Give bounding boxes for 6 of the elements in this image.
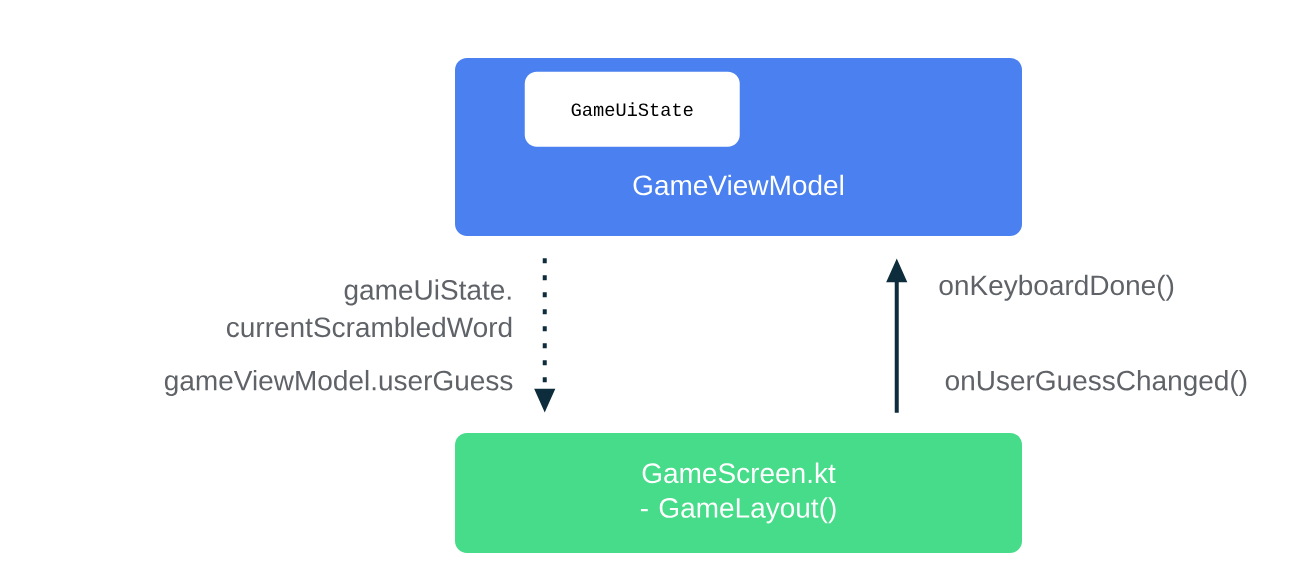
annotation-text: onUserGuessChanged() <box>945 369 1247 397</box>
edge-label: gameUiState. currentScrambledWord <box>226 279 512 338</box>
nested-box: GameUiState <box>524 71 740 147</box>
component-box: GameScreen.kt - GameLayout() <box>455 433 1022 553</box>
edge-label: onKeyboardDone() <box>939 274 1174 301</box>
annotation-text: gameViewModel.userGuess <box>164 369 513 397</box>
